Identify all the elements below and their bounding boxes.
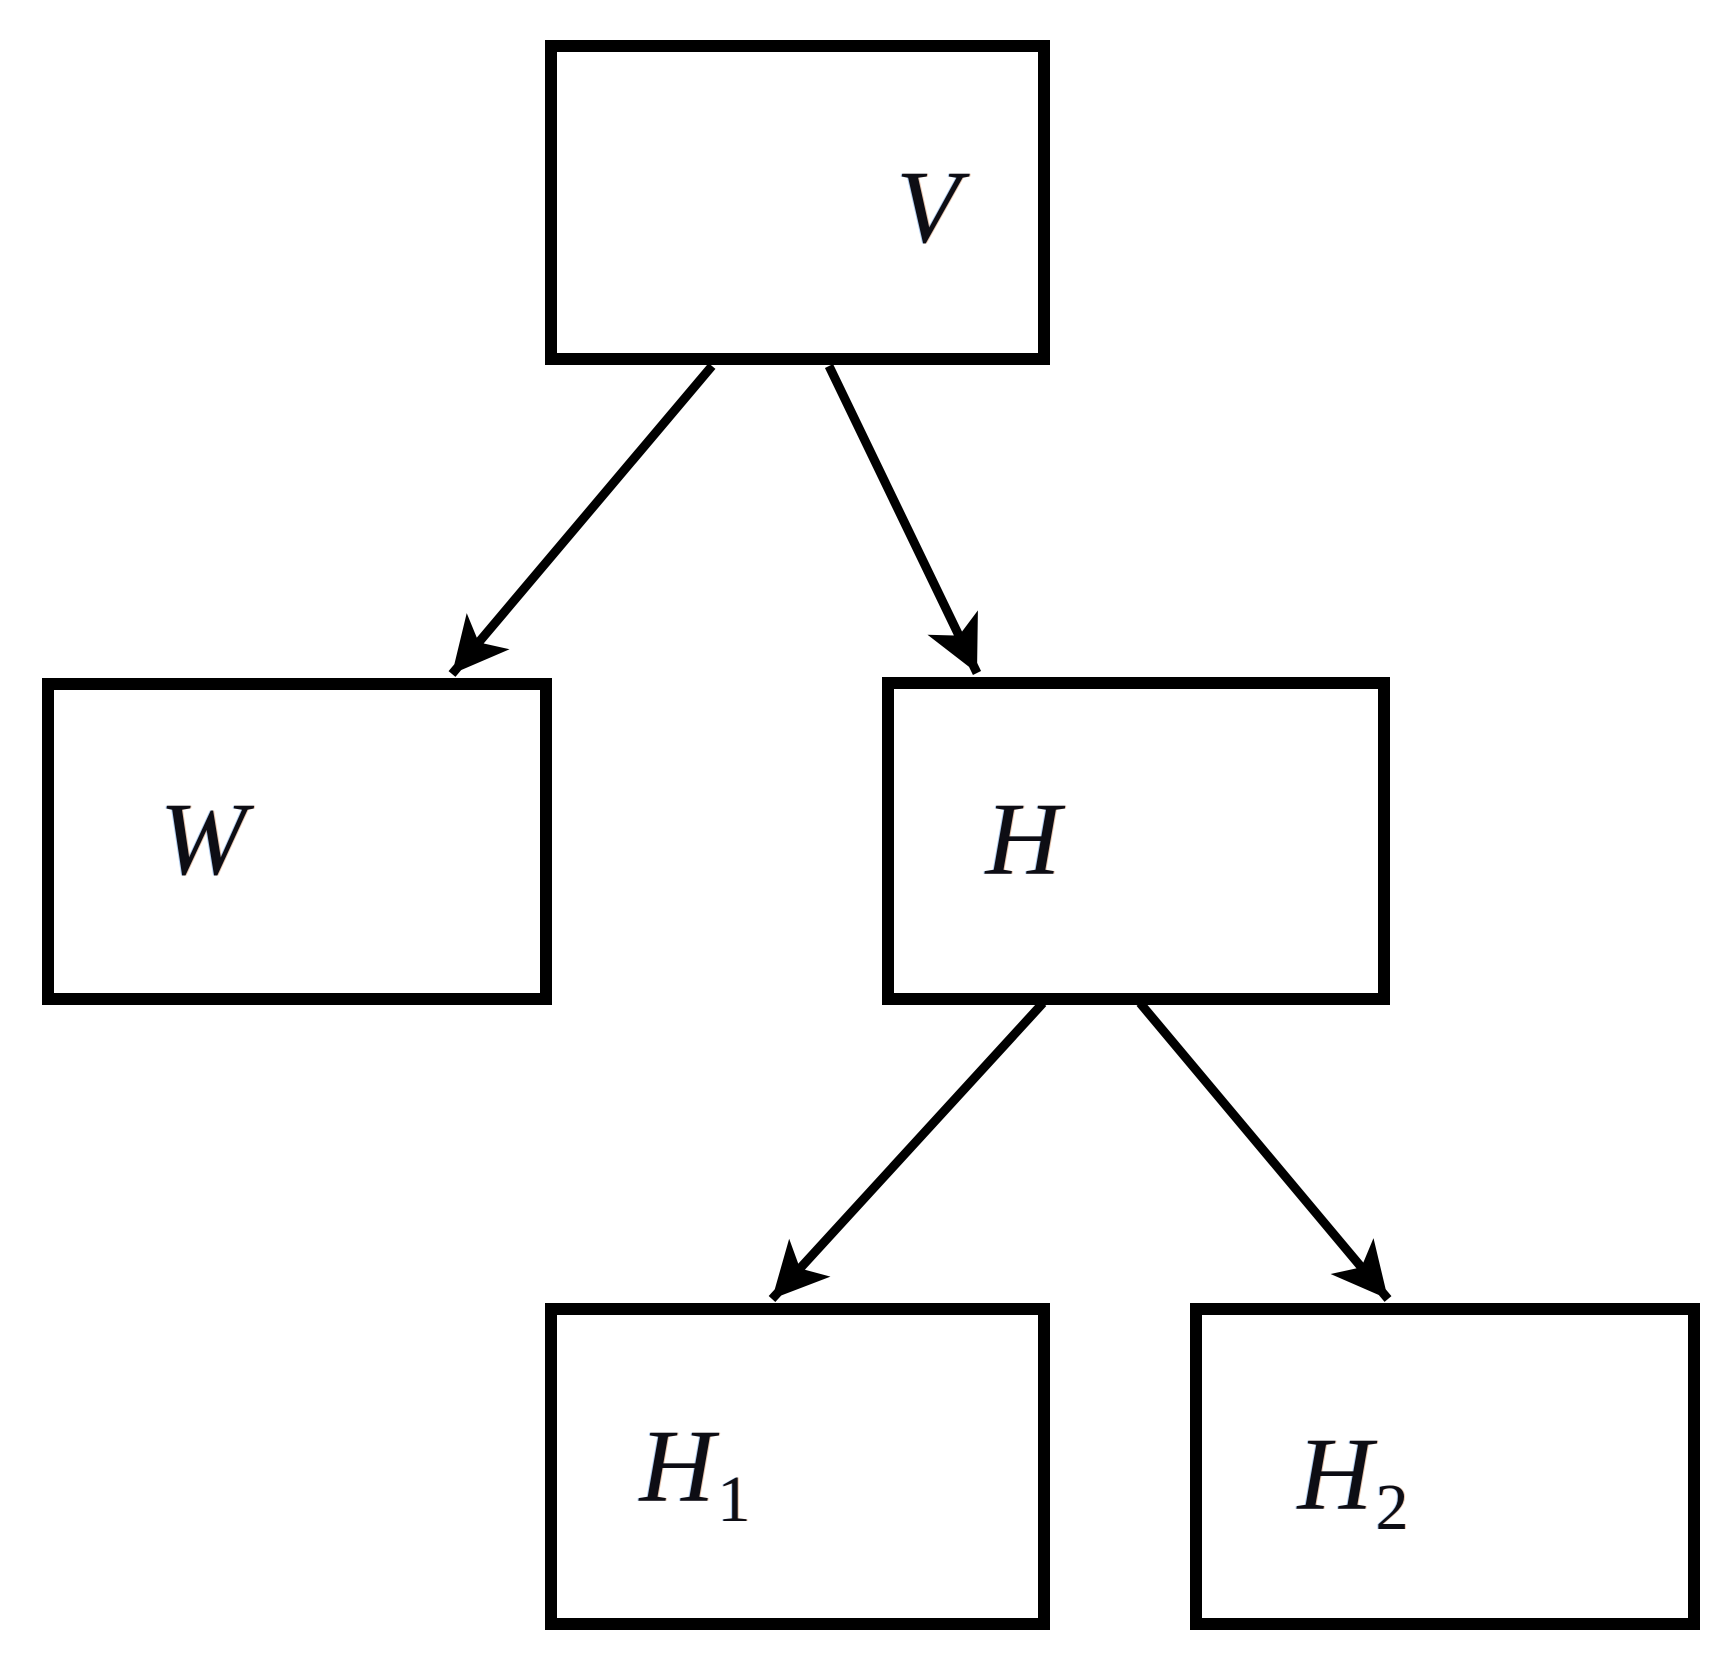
node-h2-subscript: 2 <box>1375 1471 1409 1544</box>
edge-h-h1 <box>768 999 1047 1303</box>
node-h-label: H <box>985 788 1060 892</box>
node-h1-label: H1 <box>639 1415 750 1533</box>
node-h1-text: H <box>639 1409 715 1524</box>
node-v: V <box>545 40 1050 365</box>
node-v-text: V <box>896 150 960 265</box>
node-h: H <box>882 677 1390 1005</box>
node-h1-subscript: 1 <box>717 1463 751 1536</box>
node-w: W <box>42 678 552 1005</box>
node-w-text: W <box>159 782 247 897</box>
edge-h-h2 <box>1136 1000 1392 1302</box>
node-w-label: W <box>160 788 247 892</box>
edge-v-w <box>448 363 716 677</box>
node-v-label: V <box>896 156 960 260</box>
node-h2-label: H2 <box>1297 1423 1408 1541</box>
node-h1: H1 <box>545 1303 1050 1630</box>
edge-v-h <box>824 364 982 675</box>
node-h-text: H <box>985 782 1061 897</box>
node-h2-text: H <box>1297 1417 1373 1532</box>
node-h2: H2 <box>1190 1303 1700 1630</box>
